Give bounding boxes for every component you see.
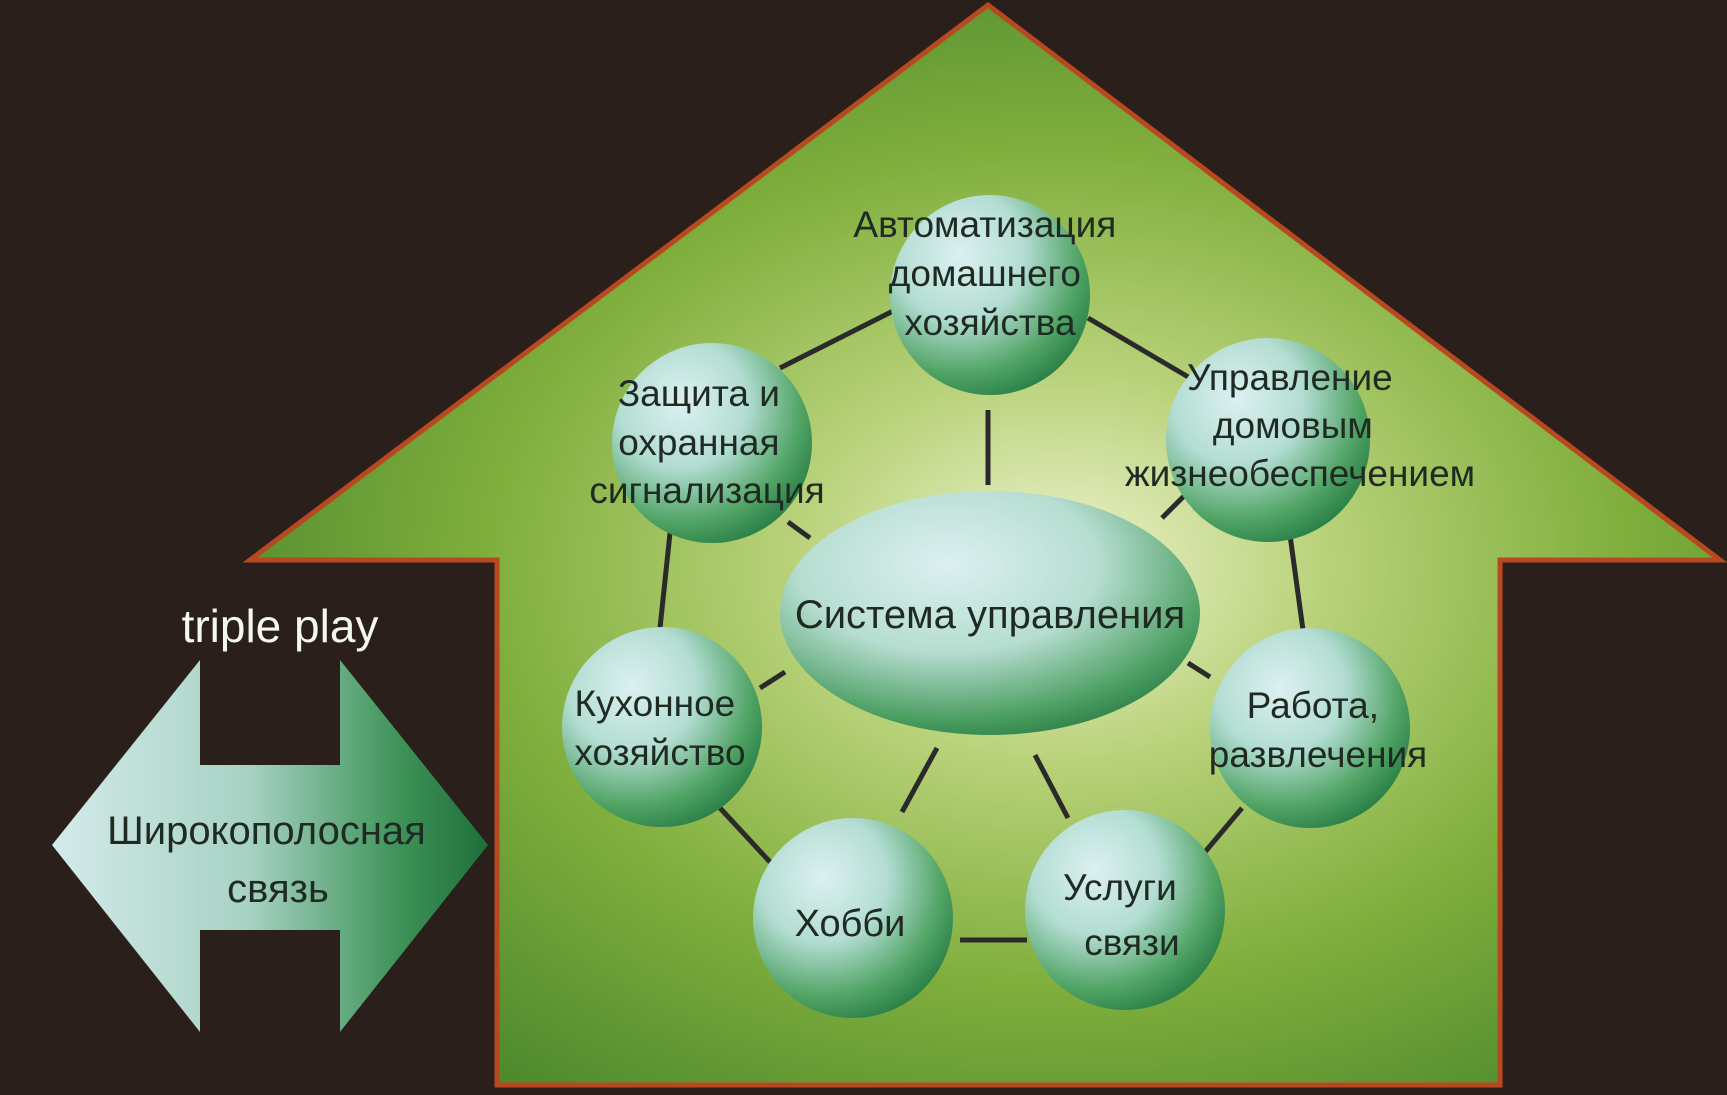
spoke-connector (899, 746, 940, 814)
communication-label: Услуги связи (1063, 867, 1187, 963)
communication-node: Услуги связи (1025, 810, 1225, 1010)
ring-connector (1287, 534, 1306, 631)
automation-label: Автоматизация домашнего хозяйства (853, 204, 1126, 343)
triple-play-label: triple play (182, 600, 379, 652)
work-label: Работа, развлечения (1209, 685, 1427, 775)
hobby-node: Хобби (753, 818, 953, 1018)
spoke-connector (758, 669, 787, 691)
automation-node: Автоматизация домашнего хозяйства (853, 195, 1126, 395)
broadband-label: Широкополосная связь (107, 809, 437, 911)
spoke-connector (786, 519, 812, 541)
double-arrow-shape (52, 660, 488, 1032)
ring-connector (1086, 315, 1192, 381)
hobby-label: Хобби (795, 903, 906, 945)
kitchen-node: Кухонное хозяйство (562, 627, 762, 827)
ring-connector (657, 532, 673, 629)
life-support-label: Управление домовым жизнеобеспечением (1125, 357, 1475, 494)
ring-connector (1203, 806, 1244, 854)
ring-connectors (657, 307, 1306, 943)
broadband-arrow: Широкополосная связь (52, 660, 488, 1032)
work-node: Работа, развлечения (1209, 628, 1427, 828)
control-system-label: Система управления (795, 593, 1185, 637)
security-label: Защита и охранная сигнализация (589, 373, 824, 511)
spoke-connector (1186, 660, 1212, 680)
spoke-connectors (758, 410, 1212, 820)
ring-connector (778, 307, 897, 371)
spoke-connector (1032, 753, 1071, 820)
security-node: Защита и охранная сигнализация (589, 343, 825, 543)
kitchen-label: Кухонное хозяйство (574, 683, 745, 773)
ring-connector (718, 806, 772, 864)
life-support-node: Управление домовым жизнеобеспечением (1125, 338, 1475, 542)
control-system-node: Система управления (780, 491, 1200, 735)
